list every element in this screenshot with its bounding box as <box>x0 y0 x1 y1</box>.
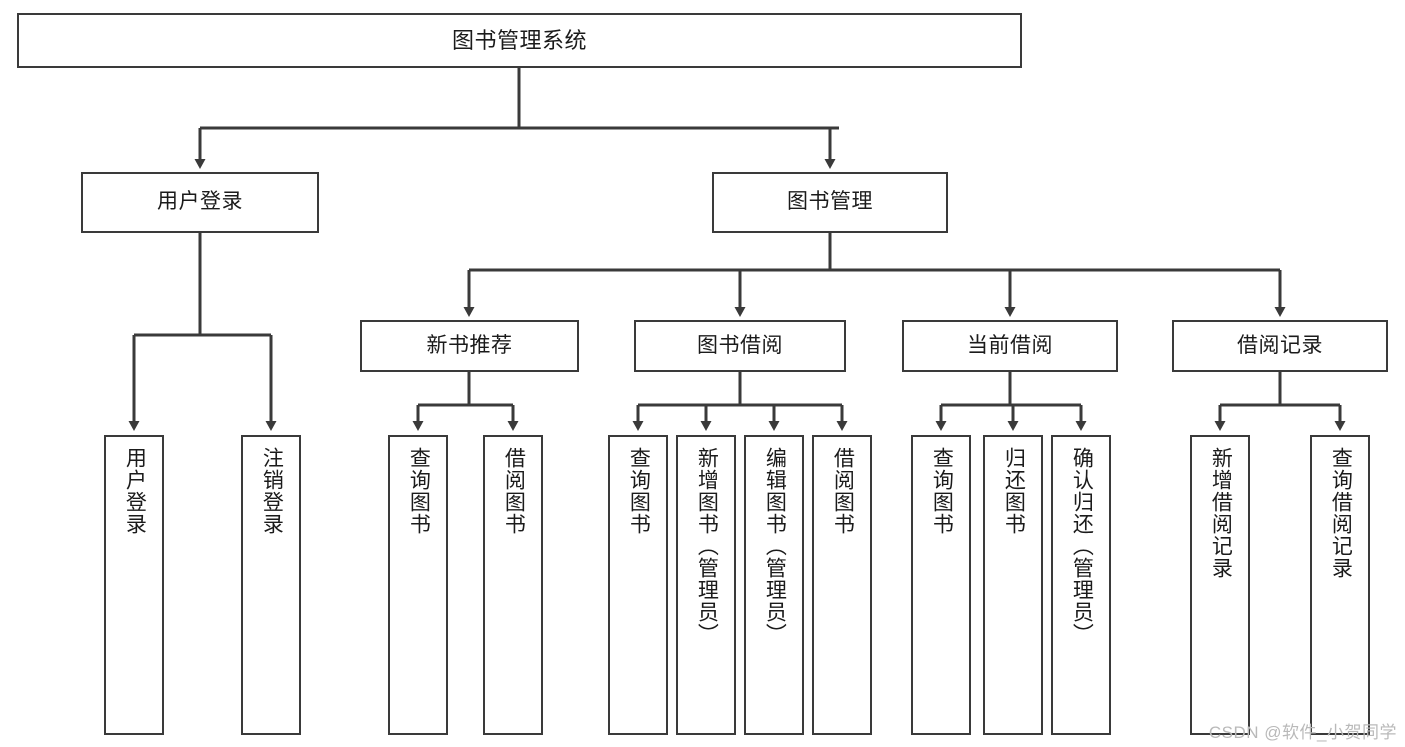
node-leaf-add-record-label: 新增借阅记录 <box>1209 447 1233 579</box>
node-new-book-recommend[interactable]: 新书推荐 <box>360 320 579 372</box>
node-leaf-query-book-3-label: 查询图书 <box>930 447 954 535</box>
node-current-borrow[interactable]: 当前借阅 <box>902 320 1118 372</box>
node-leaf-query-record[interactable]: 查询借阅记录 <box>1310 435 1370 735</box>
node-leaf-query-record-label: 查询借阅记录 <box>1329 447 1353 579</box>
node-leaf-confirm-return[interactable]: 确认归还（管理员） <box>1051 435 1111 735</box>
node-leaf-add-book[interactable]: 新增图书（管理员） <box>676 435 736 735</box>
node-user-login[interactable]: 用户登录 <box>81 172 319 233</box>
node-leaf-user-login[interactable]: 用户登录 <box>104 435 164 735</box>
node-leaf-query-book-2[interactable]: 查询图书 <box>608 435 668 735</box>
node-leaf-borrow-book-1-label: 借阅图书 <box>502 447 526 535</box>
node-leaf-edit-book[interactable]: 编辑图书（管理员） <box>744 435 804 735</box>
node-book-management[interactable]: 图书管理 <box>712 172 948 233</box>
node-leaf-user-login-label: 用户登录 <box>123 447 147 535</box>
node-leaf-return-book-label: 归还图书 <box>1002 447 1026 535</box>
node-leaf-logout[interactable]: 注销登录 <box>241 435 301 735</box>
node-current-borrow-label: 当前借阅 <box>967 333 1053 357</box>
watermark: CSDN @软件_小贺同学 <box>1208 723 1397 742</box>
node-leaf-logout-label: 注销登录 <box>260 447 284 535</box>
node-borrow-record-label: 借阅记录 <box>1237 333 1323 357</box>
node-leaf-edit-book-label: 编辑图书（管理员） <box>763 447 787 645</box>
node-book-borrow[interactable]: 图书借阅 <box>634 320 846 372</box>
node-leaf-borrow-book-2-label: 借阅图书 <box>831 447 855 535</box>
node-borrow-record[interactable]: 借阅记录 <box>1172 320 1388 372</box>
node-leaf-return-book[interactable]: 归还图书 <box>983 435 1043 735</box>
node-root-label: 图书管理系统 <box>451 27 587 53</box>
node-leaf-borrow-book-2[interactable]: 借阅图书 <box>812 435 872 735</box>
node-leaf-add-record[interactable]: 新增借阅记录 <box>1190 435 1250 735</box>
node-leaf-query-book-3[interactable]: 查询图书 <box>911 435 971 735</box>
node-new-book-recommend-label: 新书推荐 <box>426 333 513 357</box>
node-leaf-add-book-label: 新增图书（管理员） <box>695 447 719 645</box>
node-book-management-label: 图书管理 <box>787 190 873 214</box>
node-leaf-query-book-2-label: 查询图书 <box>627 447 651 535</box>
node-leaf-borrow-book-1[interactable]: 借阅图书 <box>483 435 543 735</box>
node-user-login-label: 用户登录 <box>157 190 243 214</box>
node-root[interactable]: 图书管理系统 <box>17 13 1022 68</box>
node-leaf-query-book-1-label: 查询图书 <box>407 447 431 535</box>
node-leaf-query-book-1[interactable]: 查询图书 <box>388 435 448 735</box>
node-book-borrow-label: 图书借阅 <box>697 333 783 357</box>
node-leaf-confirm-return-label: 确认归还（管理员） <box>1070 447 1094 645</box>
